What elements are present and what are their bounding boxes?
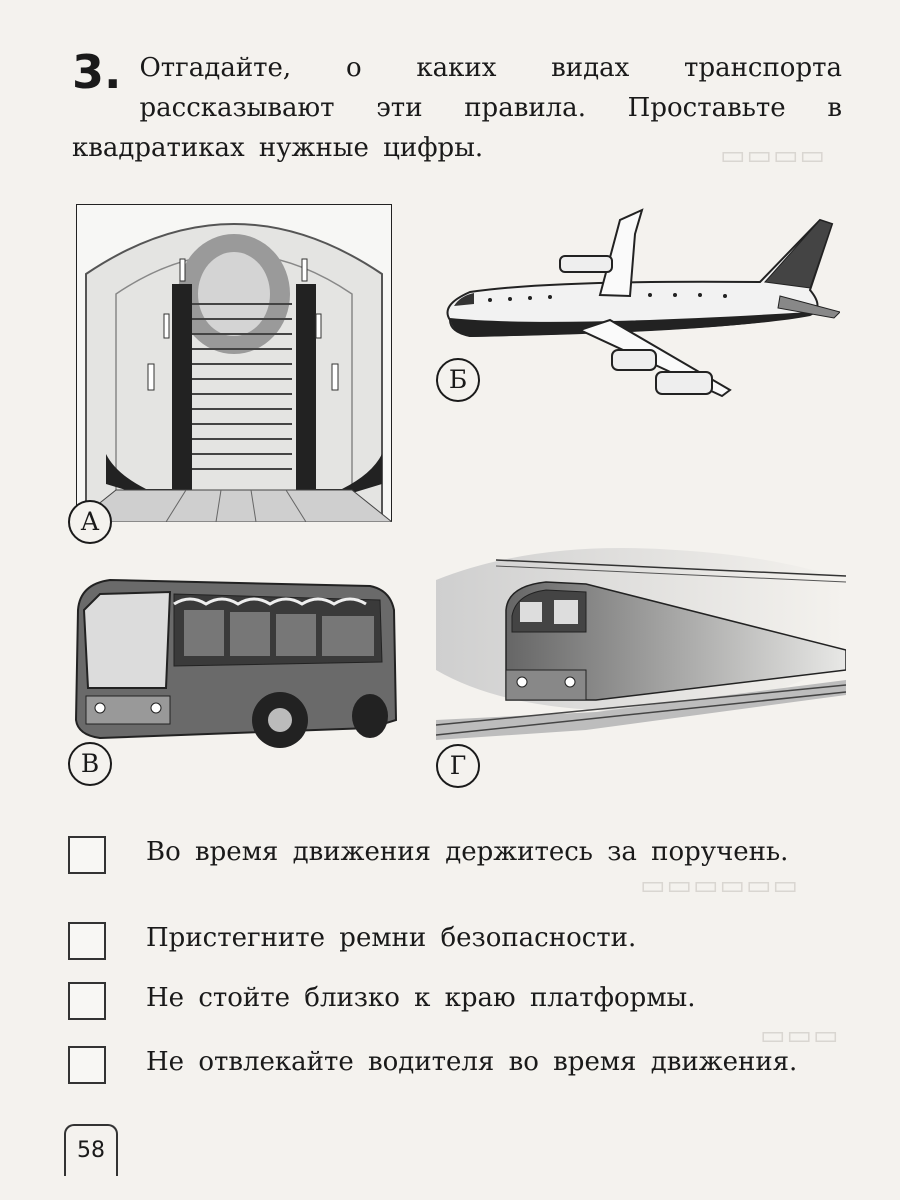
bus-icon: [74, 578, 398, 748]
task-block: 3. Отгадайте, о каких видах транспорта р…: [72, 48, 842, 168]
page-number: 58: [64, 1124, 118, 1176]
picture-letter: Г: [436, 744, 480, 788]
picture-letter: В: [68, 742, 112, 786]
rule-item: Не стойте близко к краю платформы.: [68, 978, 838, 1020]
answer-box[interactable]: [68, 836, 106, 874]
rule-item: Не отвлекайте водителя во время движения…: [68, 1042, 838, 1084]
train-icon: [435, 548, 847, 740]
picture-c: В: [68, 570, 400, 786]
answer-box[interactable]: [68, 1046, 106, 1084]
rule-text: Во время движения держитесь за поручень.: [146, 837, 789, 867]
airplane-icon: [446, 208, 841, 398]
picture-letter: А: [68, 500, 112, 544]
picture-b: Б: [430, 200, 841, 410]
picture-d: Г: [435, 520, 847, 788]
rule-text: Не отвлекайте водителя во время движения…: [146, 1047, 798, 1077]
answer-box[interactable]: [68, 982, 106, 1020]
bleed-through: ▭▭▭▭: [720, 140, 827, 171]
task-number: 3.: [72, 45, 122, 99]
picture-a: А: [68, 203, 394, 544]
bleed-through: ▭▭▭▭▭▭: [640, 870, 800, 901]
answer-box[interactable]: [68, 922, 106, 960]
rule-text: Не стойте близко к краю платформы.: [146, 983, 696, 1013]
rule-item: Во время движения держитесь за поручень.: [68, 832, 838, 874]
rule-item: Пристегните ремни безопасности.: [68, 918, 838, 960]
escalator-icon: [74, 203, 394, 523]
bleed-through: ▭▭▭: [760, 1020, 840, 1051]
task-instructions: Отгадайте, о каких видах транспорта расс…: [72, 53, 842, 163]
rule-text: Пристегните ремни безопасности.: [146, 923, 637, 953]
picture-letter: Б: [436, 358, 480, 402]
